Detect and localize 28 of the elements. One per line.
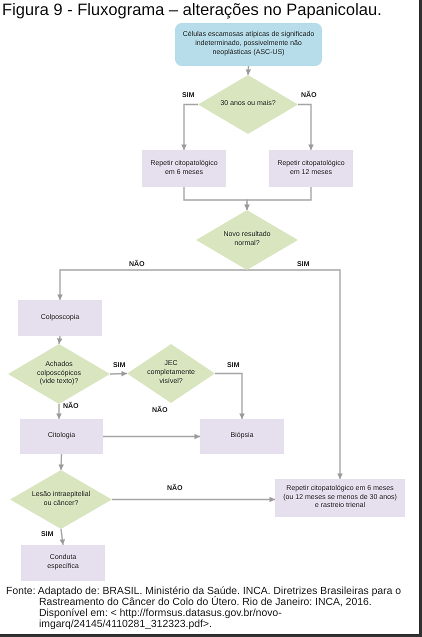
- connector-arrow: [58, 454, 64, 470]
- process-box: [269, 150, 353, 187]
- process-box: [200, 419, 284, 454]
- process-box: [18, 300, 102, 336]
- connector-arrow: [60, 528, 66, 546]
- start-box: [175, 23, 322, 66]
- process-box: [20, 419, 103, 454]
- connector-arrow: [246, 66, 252, 76]
- connector-arrow: [112, 496, 275, 502]
- connector-arrow: [298, 104, 314, 150]
- source-caption: Fonte: Adaptado de: BRASIL. Ministério da Saúde. INCA. Diretrizes Brasileiras para o Rastreamento do Câncer do Colo do Útero. Rio de Janeiro: INCA, 2016. Disponível em: < http://formsus.datasus.gov.br/novo-imgarq/24145/4110281_312323.pdf>.: [6, 587, 402, 631]
- connector-arrow: [103, 434, 200, 440]
- connector-arrow: [57, 269, 247, 300]
- decision-diamond: [196, 210, 298, 270]
- process-box: [275, 479, 405, 517]
- connector-arrow: [56, 336, 62, 344]
- process-box: [142, 150, 226, 187]
- connector-arrow: [215, 372, 245, 419]
- connector-arrow: [247, 269, 343, 479]
- connector-arrow: [181, 104, 198, 150]
- connector-arrow: [56, 404, 62, 419]
- decision-diamond: [198, 75, 298, 134]
- connector-arrow: [244, 187, 312, 210]
- figure-title: Figura 9 - Fluxograma – alterações no Papanicolau.: [2, 1, 382, 20]
- connector-arrow: [110, 370, 128, 376]
- decision-diamond: [10, 470, 112, 529]
- process-box: [21, 545, 105, 581]
- decision-diamond: [127, 344, 215, 403]
